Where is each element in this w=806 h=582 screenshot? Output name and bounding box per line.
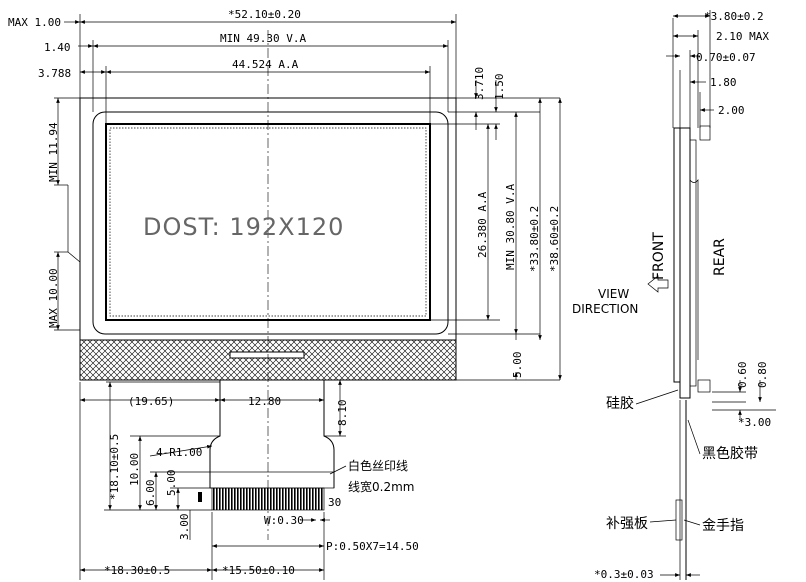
offset-left-label: *18.30±0.5	[104, 564, 170, 577]
fpc-tail: (19.65) 12.80 8.10 *18.10±0.5 10.00 6.00…	[79, 380, 419, 580]
left-offset-label: (19.65)	[128, 395, 174, 408]
top-dimensions: MAX 1.00 *52.10±0.20 1.40 MIN 49.30 V.A …	[8, 8, 457, 124]
side-glass-front	[673, 127, 681, 383]
t380-label: *3.80±0.2	[704, 10, 764, 23]
len-1000-label: 10.00	[128, 453, 141, 486]
t180-label: 1.80	[710, 76, 737, 89]
viewing-area	[92, 111, 449, 335]
pin-width-label: W:0.30	[264, 514, 304, 527]
va-width-label: MIN 49.30 V.A	[220, 32, 306, 45]
side-backlight	[689, 139, 697, 387]
top-150-label: 1.50	[493, 74, 506, 101]
h-3380-label: *33.80±0.2	[528, 206, 541, 272]
front-label: FRONT	[651, 232, 667, 280]
len-500-label: 5.00	[165, 470, 178, 497]
va-height-label: MIN 30.80 V.A	[504, 184, 517, 270]
rear-label: REAR	[712, 238, 728, 276]
silicone-label: 硅胶	[606, 395, 634, 412]
max210-label: 2.10 MAX	[716, 30, 769, 43]
fpc-width-label: 12.80	[248, 395, 281, 408]
left-dimensions: MIN 11.94 MAX 10.00	[47, 97, 80, 331]
black-tape-label: 黑色胶带	[702, 445, 758, 462]
t060-label: 0.60	[736, 362, 749, 389]
left-flap	[67, 185, 81, 263]
connector-slot	[229, 351, 305, 359]
max-1-00-label: MAX 1.00	[8, 16, 61, 29]
right-dimensions: 3.710 1.50 26.380 A.A MIN 30.80 V.A *33.…	[430, 67, 562, 381]
t070-label: 0.70±0.07	[696, 51, 756, 64]
side-glass-rear	[679, 127, 691, 399]
view-label: VIEW	[598, 287, 629, 301]
total-len-label: *18.10±0.5	[108, 434, 121, 500]
min-1194-label: MIN 11.94	[47, 122, 60, 182]
pin-count-label: 30	[328, 496, 341, 509]
va-left-label: 1.40	[44, 41, 71, 54]
len-600-label: 6.00	[144, 480, 157, 507]
pin1-mark	[198, 492, 202, 502]
display-label: DOST: 192X120	[143, 213, 344, 241]
gold-finger-label: 金手指	[702, 518, 744, 534]
silk-note-label: 白色丝印线	[348, 458, 408, 473]
outline-width-label: *52.10±0.20	[228, 8, 301, 21]
stiffener-label: 补强板	[606, 516, 648, 532]
fpc-depth-label: 8.10	[336, 400, 349, 427]
t200-label: 2.00	[718, 104, 745, 117]
radius-label: 4-R1.00	[156, 446, 202, 459]
len-300-label: 3.00	[178, 514, 191, 541]
top-3710-label: 3.710	[473, 67, 486, 100]
t300-label: *3.00	[738, 416, 771, 429]
side-view: *3.80±0.2 2.10 MAX 0.70±0.07 1.80 2.00 F…	[572, 10, 776, 581]
t080-label: 0.80	[756, 362, 769, 389]
side-bottom-block	[697, 379, 711, 393]
pitch-label: P:0.50X7=14.50	[326, 540, 419, 553]
aa-left-label: 3.788	[38, 67, 71, 80]
bottom-500-label: 5.00	[511, 352, 524, 379]
direction-label: DIRECTION	[572, 302, 638, 316]
side-stiffener	[675, 499, 683, 541]
view-arrow-icon	[647, 275, 669, 293]
t03-label: *0.3±0.03	[594, 568, 654, 581]
h-3860-label: *38.60±0.2	[548, 206, 561, 272]
side-top-step	[699, 125, 711, 141]
finger-width-label: *15.50±0.10	[222, 564, 295, 577]
front-view: DOST: 192X120	[67, 30, 457, 540]
max-1000-label: MAX 10.00	[47, 268, 60, 328]
gold-fingers	[211, 487, 325, 511]
aa-height-label: 26.380 A.A	[476, 191, 489, 258]
line-width-note-label: 线宽0.2mm	[348, 479, 414, 494]
aa-width-label: 44.524 A.A	[232, 58, 299, 71]
